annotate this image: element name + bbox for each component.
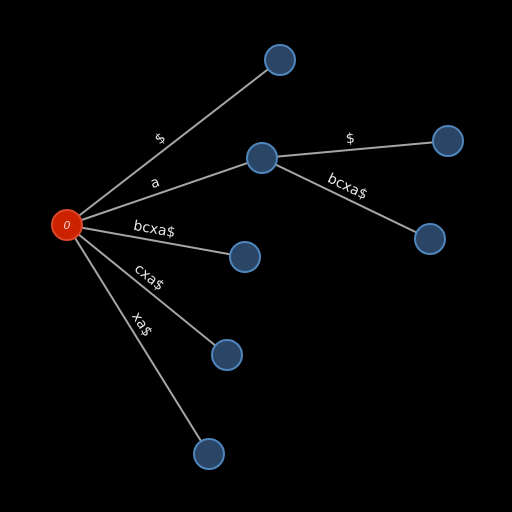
tree-node-n4[interactable]: [211, 339, 243, 371]
edge-n0-n4: [66, 224, 228, 356]
tree-node-n1[interactable]: [264, 44, 296, 76]
edge-n0-n1: [66, 59, 281, 226]
edge-n0-n3: [66, 224, 246, 258]
tree-node-n3[interactable]: [229, 241, 261, 273]
tree-root-label: 0: [64, 219, 71, 232]
edge-n0-n2: [66, 157, 263, 226]
edge-label-n2-n6: $: [345, 131, 355, 148]
edge-n0-n5: [66, 224, 210, 455]
edges-layer: [66, 59, 449, 455]
tree-root-node[interactable]: [51, 209, 83, 241]
tree-node-n2[interactable]: [246, 142, 278, 174]
edge-n2-n7: [261, 157, 431, 240]
tree-node-n5[interactable]: [193, 438, 225, 470]
edge-label-n0-n3: bcxa$: [132, 218, 177, 241]
tree-node-n7[interactable]: [414, 223, 446, 255]
tree-node-n6[interactable]: [432, 125, 464, 157]
nodes-layer: 0: [51, 44, 464, 470]
edge-n2-n6: [261, 140, 449, 159]
